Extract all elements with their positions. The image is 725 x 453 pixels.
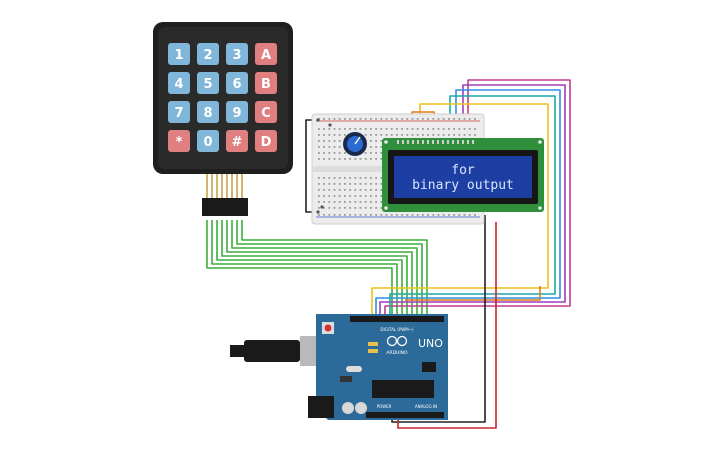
wire-blue (375, 89, 561, 318)
wires (206, 79, 571, 429)
keypad-key-label: 2 (203, 48, 212, 63)
keypad-key-a[interactable] (255, 43, 277, 65)
keypad-key-label: B (261, 77, 271, 92)
keypad-key-3[interactable] (226, 43, 248, 65)
digital-header (350, 316, 444, 322)
header-power-label: POWER (377, 404, 392, 409)
keypad-keys: 1 2 3 A 4 5 6 B 7 8 9 C * 0 # D (168, 43, 277, 152)
keypad-wire-4 (221, 220, 408, 318)
capacitor-2 (355, 402, 367, 414)
wire-red-arduino (397, 222, 497, 429)
keypad-wire-8 (241, 220, 428, 318)
keypad-key-label: * (176, 135, 183, 150)
keypad-key-0[interactable] (197, 130, 219, 152)
capacitor-1 (342, 402, 354, 414)
keypad-wire-2 (211, 220, 398, 318)
lcd-screen (394, 156, 532, 198)
keypad-key-label: 0 (203, 135, 212, 150)
keypad-key-label: 1 (174, 48, 183, 63)
wire-yellow (371, 103, 549, 318)
keypad-key-9[interactable] (226, 101, 248, 123)
keypad-key-label: 7 (174, 106, 183, 121)
keypad-key-label: A (261, 48, 271, 63)
keypad-key-label: C (261, 106, 271, 121)
model-label: UNO (418, 337, 443, 350)
keypad-key-1[interactable] (168, 43, 190, 65)
keypad-wire-3 (216, 220, 403, 318)
header-digital-label: DIGITAL (PWM~) (380, 327, 414, 332)
potentiometer[interactable] (343, 132, 367, 156)
keypad-key-7[interactable] (168, 101, 190, 123)
keypad-key-hash[interactable] (226, 130, 248, 152)
keypad-key-c[interactable] (255, 101, 277, 123)
keypad-key-label: 9 (232, 106, 241, 121)
power-analog-header (366, 412, 444, 418)
power-jack (308, 396, 334, 418)
keypad-key-d[interactable] (255, 130, 277, 152)
wire-orange-2 (405, 286, 541, 301)
keypad-key-label: # (232, 135, 243, 150)
keypad-key-5[interactable] (197, 72, 219, 94)
keypad-key-label: 5 (203, 77, 212, 92)
keypad-wire-1 (206, 220, 393, 318)
keypad-key-label: 3 (232, 48, 241, 63)
brand-label: ARDUINO (386, 350, 408, 356)
wire-endpoints (316, 118, 332, 214)
arduino-uno: DIGITAL (PWM~) POWER ANALOG IN ARDUINO U… (230, 314, 448, 420)
lcd-module: for binary output (382, 138, 544, 212)
keypad-key-4[interactable] (168, 72, 190, 94)
keypad-ribbon-wires (206, 220, 428, 318)
keypad-key-b[interactable] (255, 72, 277, 94)
wire-teal (389, 95, 556, 318)
wire-magenta (384, 79, 571, 318)
keypad-wire-7 (236, 220, 423, 318)
keypad: 1 2 3 A 4 5 6 B 7 8 9 C * 0 # D (153, 22, 293, 216)
keypad-key-2[interactable] (197, 43, 219, 65)
keypad-key-label: 8 (203, 106, 212, 121)
header-analog-label: ANALOG IN (415, 404, 437, 409)
keypad-key-label: D (261, 135, 272, 150)
keypad-wire-5 (226, 220, 413, 318)
keypad-key-label: 6 (232, 77, 241, 92)
lcd-line-2: binary output (412, 178, 514, 193)
keypad-wire-6 (231, 220, 418, 318)
keypad-key-label: 4 (174, 77, 183, 92)
keypad-connector (202, 198, 248, 216)
arduino-logo: ARDUINO (386, 335, 408, 356)
microcontroller-chip (372, 380, 434, 398)
lcd-line-1: for (451, 163, 475, 178)
keypad-key-8[interactable] (197, 101, 219, 123)
keypad-ribbon (206, 174, 243, 198)
keypad-key-star[interactable] (168, 130, 190, 152)
keypad-key-6[interactable] (226, 72, 248, 94)
lcd-header-pins (397, 140, 474, 144)
